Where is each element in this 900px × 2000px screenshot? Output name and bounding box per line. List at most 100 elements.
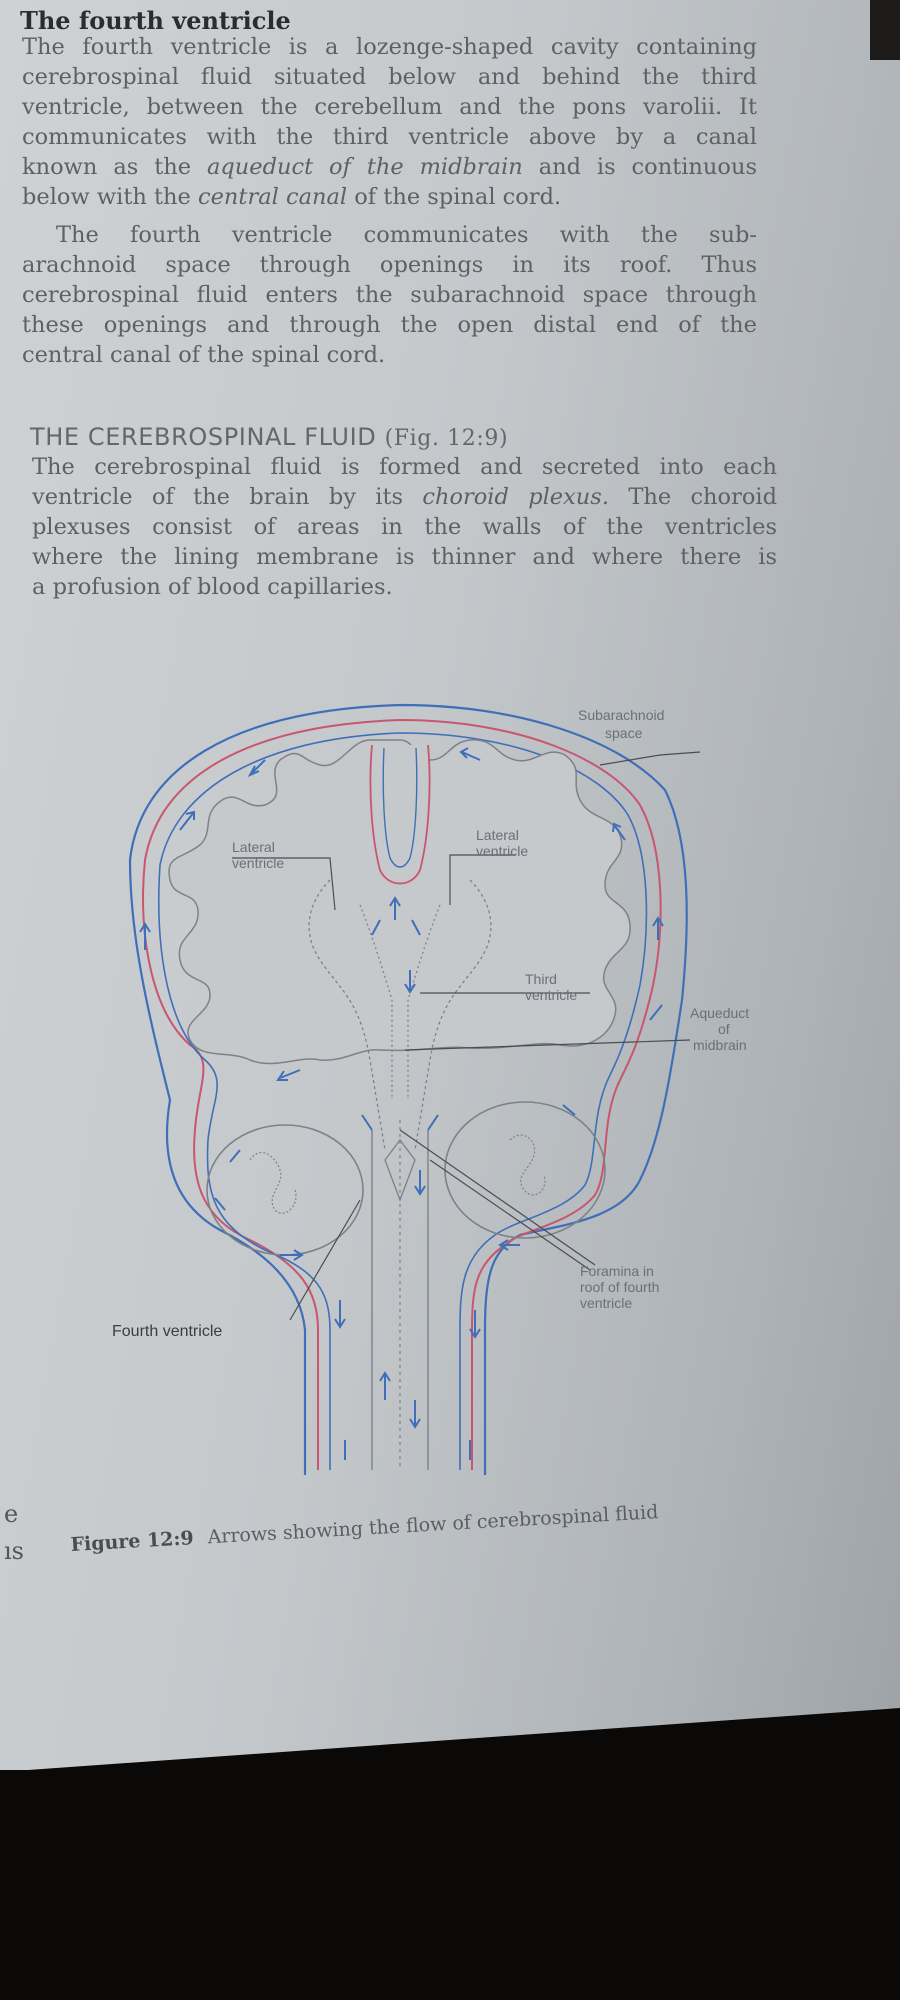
figure-number: Figure 12:9 bbox=[70, 1527, 195, 1556]
text-line: ventricle of the brain by its choroid pl… bbox=[32, 482, 777, 512]
spinal-cord bbox=[371, 1130, 429, 1470]
text-line: The fourth ventricle is a lozenge-shaped… bbox=[22, 34, 757, 60]
inner-membrane-red bbox=[142, 718, 662, 1470]
arrow bbox=[389, 896, 401, 920]
section-title-text: THE CEREBROSPINAL FLUID bbox=[30, 423, 377, 451]
paragraph-fourth-ventricle: The fourth ventricle is a lozenge-shaped… bbox=[22, 32, 757, 212]
arrow bbox=[276, 1069, 301, 1081]
text-line: communicates with the third ventricle ab… bbox=[22, 124, 757, 150]
cerebellum-folia-left bbox=[249, 1152, 297, 1214]
text-line: The cerebrospinal fluid is formed and se… bbox=[32, 454, 777, 480]
text-line: ventricle, between the cerebellum and th… bbox=[22, 94, 757, 120]
label-subarachnoid: Subarachnoid bbox=[578, 707, 664, 723]
text-line: The fourth ventricle communicates with t… bbox=[56, 222, 757, 248]
text-fragment: below with the bbox=[22, 184, 199, 210]
arrow bbox=[179, 810, 195, 831]
text-line: below with the central canal of the spin… bbox=[22, 182, 757, 212]
arrow bbox=[214, 1197, 226, 1211]
text-line: cerebrospinal fluid enters the subarachn… bbox=[22, 282, 757, 308]
label-third-ventricle: Third bbox=[525, 971, 557, 987]
label-lateral-ventricle-right: Lateral bbox=[476, 827, 519, 843]
text-fragment: of the spinal cord. bbox=[347, 184, 562, 210]
arrow bbox=[652, 916, 664, 940]
label-lateral-ventricle-right-2: ventricle bbox=[476, 843, 528, 859]
label-aqueduct-2: of bbox=[718, 1021, 730, 1037]
text-line: known as the aqueduct of the midbrain an… bbox=[22, 152, 757, 182]
arrow bbox=[361, 1114, 373, 1131]
arrow bbox=[379, 1371, 391, 1400]
label-fourth-ventricle: Fourth ventricle bbox=[112, 1323, 222, 1340]
margin-fragment: ıs bbox=[4, 1537, 24, 1565]
leader-foramina-2 bbox=[429, 1159, 591, 1271]
arrow bbox=[404, 970, 416, 994]
text-line: plexuses consist of areas in the walls o… bbox=[32, 514, 777, 540]
text-line: a profusion of blood capillaries. bbox=[32, 574, 393, 600]
text-line: central canal of the spinal cord. bbox=[22, 342, 386, 368]
label-lateral-ventricle-left: Lateral bbox=[232, 839, 275, 855]
leader-foramina bbox=[399, 1129, 596, 1266]
outer-membrane-blue bbox=[128, 703, 688, 1475]
text-line: cerebrospinal fluid situated below and b… bbox=[22, 64, 757, 90]
fissure-blue bbox=[382, 747, 418, 868]
arrow bbox=[649, 1004, 663, 1021]
arrow bbox=[427, 1114, 439, 1131]
page-edge-shadow bbox=[870, 0, 900, 60]
arrow bbox=[334, 1300, 346, 1329]
arrow bbox=[411, 919, 421, 936]
label-third-ventricle-2: ventricle bbox=[525, 987, 577, 1003]
label-aqueduct: Aqueduct bbox=[690, 1005, 749, 1021]
arrow bbox=[229, 1149, 241, 1163]
text-line: where the lining membrane is thinner and… bbox=[32, 544, 777, 570]
arrow bbox=[469, 1310, 481, 1339]
term-aqueduct: aqueduct of the midbrain bbox=[206, 154, 523, 180]
leader-lateral-right bbox=[449, 854, 515, 905]
arrow bbox=[139, 922, 151, 950]
label-foramina-2: roof of fourth bbox=[580, 1279, 659, 1295]
label-foramina-3: ventricle bbox=[580, 1295, 632, 1311]
arrow bbox=[280, 1249, 304, 1261]
arrow bbox=[498, 1239, 520, 1251]
cerebellum-folia-right bbox=[509, 1134, 546, 1196]
book-page: The fourth ventricle The fourth ventricl… bbox=[0, 0, 900, 1770]
text-fragment: ventricle of the brain by its bbox=[32, 484, 423, 510]
arrow bbox=[371, 919, 381, 936]
caption-text: Arrows showing the flow of cerebrospinal… bbox=[206, 1501, 659, 1549]
arrow bbox=[612, 822, 626, 841]
margin-fragment: e bbox=[4, 1500, 19, 1528]
third-ventricle bbox=[359, 904, 441, 1100]
arrow bbox=[247, 759, 266, 778]
section-title: THE CEREBROSPINAL FLUID (Fig. 12:9) bbox=[30, 423, 508, 451]
text-fragment: and is continuous bbox=[522, 154, 758, 180]
figure-caption: Figure 12:9 Arrows showing the flow of ce… bbox=[70, 1501, 659, 1556]
leader-lines bbox=[232, 751, 701, 1321]
leader-aqueduct bbox=[404, 1039, 691, 1051]
flow-arrows bbox=[139, 747, 664, 1460]
label-subarachnoid-2: space bbox=[605, 725, 643, 741]
leader-lateral-left bbox=[232, 857, 336, 911]
label-foramina: Foramina in bbox=[580, 1263, 654, 1279]
text-line: arachnoid space through openings in its … bbox=[22, 252, 757, 278]
figure-reference: (Fig. 12:9) bbox=[384, 426, 509, 451]
longitudinal-fissure bbox=[369, 744, 431, 885]
term-central-canal: central canal bbox=[198, 184, 348, 210]
arrow bbox=[409, 1400, 421, 1429]
inner-membrane-blue bbox=[158, 732, 648, 1470]
paragraph-subarachnoid: The fourth ventricle communicates with t… bbox=[22, 220, 757, 370]
fourth-ventricle-shape bbox=[384, 1138, 416, 1202]
text-fragment: The choroid bbox=[609, 484, 777, 510]
arrow bbox=[459, 747, 481, 761]
arrow bbox=[414, 1170, 426, 1196]
text-line: these openings and through the open dist… bbox=[22, 312, 757, 338]
text-fragment: known as the bbox=[22, 154, 207, 180]
label-aqueduct-3: midbrain bbox=[693, 1037, 747, 1053]
lateral-ventricles bbox=[308, 879, 492, 1151]
label-lateral-ventricle-left-2: ventricle bbox=[232, 855, 284, 871]
csf-flow-diagram: Subarachnoid space Lateral ventricle Lat… bbox=[112, 703, 749, 1475]
cerebrum-outline bbox=[168, 739, 631, 1065]
paragraph-csf: The cerebrospinal fluid is formed and se… bbox=[32, 452, 777, 602]
term-choroid-plexus: choroid plexus. bbox=[422, 484, 610, 510]
leader-subarachnoid bbox=[599, 751, 701, 766]
section-heading: The fourth ventricle bbox=[20, 6, 291, 35]
arrow bbox=[562, 1104, 576, 1116]
leader-fourth bbox=[289, 1199, 361, 1321]
